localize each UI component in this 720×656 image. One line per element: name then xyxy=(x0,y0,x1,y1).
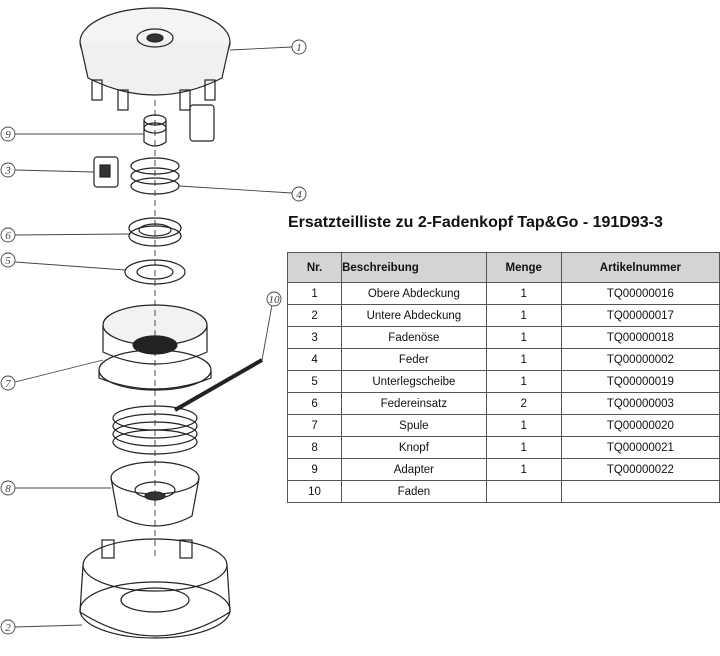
cell-description: Feder xyxy=(341,348,487,371)
cell-quantity xyxy=(485,480,562,503)
svg-text:3: 3 xyxy=(4,165,11,177)
svg-text:6: 6 xyxy=(5,230,11,242)
cell-article: TQ00000022 xyxy=(560,458,720,481)
cell-article: TQ00000003 xyxy=(560,392,720,415)
cell-article: TQ00000020 xyxy=(560,414,720,437)
svg-text:2: 2 xyxy=(5,622,11,634)
cell-nr: 7 xyxy=(286,414,343,437)
header-article: Artikelnummer xyxy=(560,252,720,283)
cell-article: TQ00000016 xyxy=(560,282,720,305)
table-row: 8 Knopf 1 TQ00000021 xyxy=(286,436,720,459)
table-row: 4 Feder 1 TQ00000002 xyxy=(286,348,720,371)
cell-article: TQ00000017 xyxy=(560,304,720,327)
cell-description: Faden xyxy=(341,480,487,503)
cell-quantity: 2 xyxy=(485,392,562,415)
cell-nr: 4 xyxy=(286,348,343,371)
table-row: 9 Adapter 1 TQ00000022 xyxy=(286,458,720,481)
cell-description: Untere Abdeckung xyxy=(341,304,487,327)
table-row: 6 Federeinsatz 2 TQ00000003 xyxy=(286,392,720,415)
header-nr: Nr. xyxy=(286,252,343,283)
cell-quantity: 1 xyxy=(485,436,562,459)
cell-article: TQ00000018 xyxy=(560,326,720,349)
callout-4: 4 xyxy=(178,185,307,202)
callout-3: 3 xyxy=(0,162,95,178)
table-row: 3 Fadenöse 1 TQ00000018 xyxy=(286,326,720,349)
cell-description: Federeinsatz xyxy=(341,392,487,415)
page-title: Ersatzteilliste zu 2-Fadenkopf Tap&Go - … xyxy=(288,214,663,231)
table-row: 10 Faden xyxy=(286,480,720,503)
part-spool xyxy=(98,304,212,391)
callout-2: 2 xyxy=(0,619,83,635)
table-row: 2 Untere Abdeckung 1 TQ00000017 xyxy=(286,304,720,327)
callout-5: 5 xyxy=(0,252,126,271)
cell-article: TQ00000021 xyxy=(560,436,720,459)
part-top-cover xyxy=(79,7,231,111)
svg-text:9: 9 xyxy=(5,129,11,141)
svg-text:8: 8 xyxy=(5,483,11,495)
svg-text:1: 1 xyxy=(296,42,302,54)
table-row: 1 Obere Abdeckung 1 TQ00000016 xyxy=(286,282,720,305)
callout-9: 9 xyxy=(0,126,144,142)
cell-nr: 10 xyxy=(286,480,343,503)
table-row: 7 Spule 1 TQ00000020 xyxy=(286,414,720,437)
cell-nr: 6 xyxy=(286,392,343,415)
cell-nr: 3 xyxy=(286,326,343,349)
cell-quantity: 1 xyxy=(485,370,562,393)
part-eyelet xyxy=(93,104,215,188)
callout-1: 1 xyxy=(229,39,307,55)
cell-description: Unterlegscheibe xyxy=(341,370,487,393)
table-row: 5 Unterlegscheibe 1 TQ00000019 xyxy=(286,370,720,393)
part-bottom-cover xyxy=(79,538,231,639)
cell-description: Knopf xyxy=(341,436,487,459)
cell-quantity: 1 xyxy=(485,458,562,481)
callout-10: 10 xyxy=(261,291,282,361)
callout-7: 7 xyxy=(0,359,104,391)
cell-nr: 1 xyxy=(286,282,343,305)
table-header-row: Nr. Beschreibung Menge Artikelnummer xyxy=(286,252,720,283)
cell-article: TQ00000002 xyxy=(560,348,720,371)
cell-description: Adapter xyxy=(341,458,487,481)
cell-quantity: 1 xyxy=(485,414,562,437)
cell-quantity: 1 xyxy=(485,348,562,371)
cell-nr: 9 xyxy=(286,458,343,481)
cell-description: Spule xyxy=(341,414,487,437)
callout-6: 6 xyxy=(0,227,130,243)
cell-quantity: 1 xyxy=(485,282,562,305)
callout-8: 8 xyxy=(0,480,111,496)
cell-article xyxy=(560,480,720,503)
svg-text:10: 10 xyxy=(269,294,281,306)
cell-nr: 5 xyxy=(286,370,343,393)
cell-article: TQ00000019 xyxy=(560,370,720,393)
cell-nr: 8 xyxy=(286,436,343,459)
cell-nr: 2 xyxy=(286,304,343,327)
svg-text:4: 4 xyxy=(296,189,302,201)
cell-quantity: 1 xyxy=(485,304,562,327)
parts-table: Nr. Beschreibung Menge Artikelnummer 1 O… xyxy=(286,252,720,503)
svg-text:5: 5 xyxy=(5,255,11,267)
cell-description: Fadenöse xyxy=(341,326,487,349)
cell-description: Obere Abdeckung xyxy=(341,282,487,305)
cell-quantity: 1 xyxy=(485,326,562,349)
header-description: Beschreibung xyxy=(341,252,487,283)
svg-text:7: 7 xyxy=(5,378,11,390)
part-line xyxy=(112,358,263,455)
header-quantity: Menge xyxy=(485,252,562,283)
